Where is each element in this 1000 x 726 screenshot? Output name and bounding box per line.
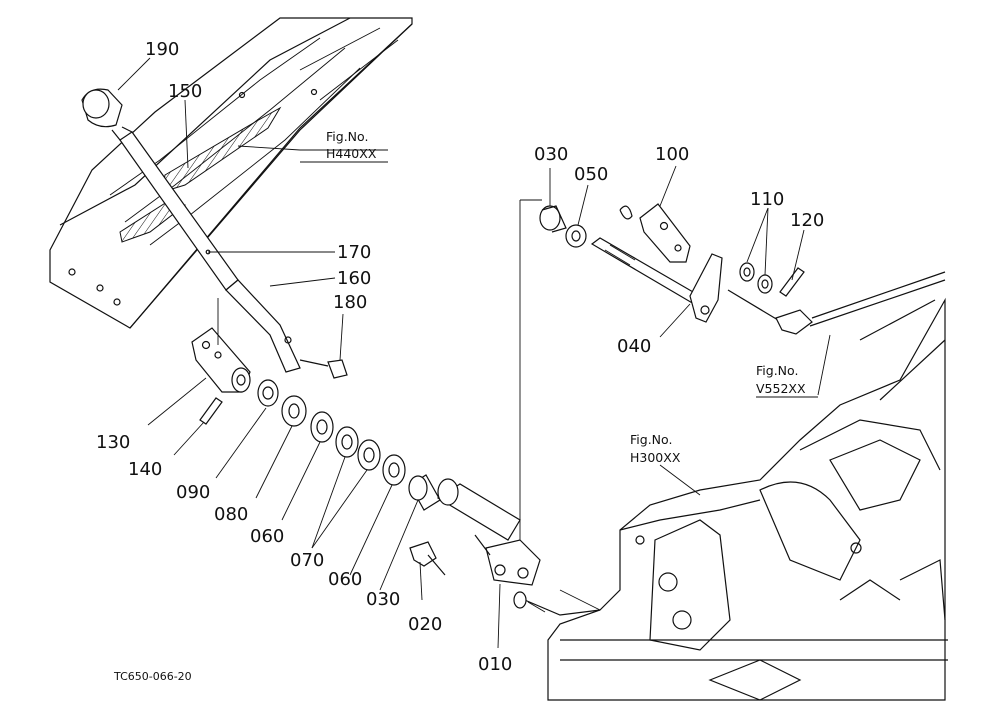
part-labels: 190 150 170 160 180 130 140 090 080 060 … xyxy=(96,39,824,675)
part-label-080: 080 xyxy=(214,504,248,525)
svg-text:H300XX: H300XX xyxy=(630,450,681,465)
drawing-code: TC650-066-20 xyxy=(113,670,192,683)
part-label-030a: 030 xyxy=(534,144,568,165)
transmission-housing xyxy=(513,297,948,701)
pin-140 xyxy=(199,397,223,425)
part-label-090: 090 xyxy=(176,482,210,503)
figure-ref-h440xx: Fig.No. H440XX xyxy=(300,129,388,163)
figure-ref-v552xx: Fig.No. V552XX xyxy=(756,363,818,398)
part-label-140: 140 xyxy=(128,459,162,480)
bushing-030-lower xyxy=(408,474,441,511)
leader-lines xyxy=(117,57,831,649)
bushing-090 xyxy=(257,379,279,407)
svg-text:V552XX: V552XX xyxy=(756,381,806,396)
svg-text:Fig.No.: Fig.No. xyxy=(756,363,798,378)
part-label-050: 050 xyxy=(574,164,608,185)
part-label-110: 110 xyxy=(750,189,784,210)
part-label-130: 130 xyxy=(96,432,130,453)
part-label-020: 020 xyxy=(408,614,442,635)
svg-text:Fig.No.: Fig.No. xyxy=(630,432,672,447)
part-label-150: 150 xyxy=(168,81,202,102)
part-label-180: 180 xyxy=(333,292,367,313)
part-label-160: 160 xyxy=(337,268,371,289)
part-label-030b: 030 xyxy=(366,589,400,610)
bolt-180 xyxy=(299,359,348,379)
collar-080 xyxy=(281,395,307,427)
part-label-170: 190 xyxy=(145,39,179,60)
shaft-040 xyxy=(590,237,723,323)
washer-110 xyxy=(739,262,773,294)
part-label-010: 010 xyxy=(478,654,512,675)
part-label-060a: 060 xyxy=(250,526,284,547)
lever-190 xyxy=(111,126,301,373)
svg-text:Fig.No.: Fig.No. xyxy=(326,129,368,144)
cross-shaft-010 xyxy=(436,478,541,586)
svg-text:H440XX: H440XX xyxy=(326,146,377,161)
figure-ref-h300xx: Fig.No. H300XX xyxy=(630,432,681,465)
arm-100 xyxy=(619,203,691,263)
part-label-060b: 060 xyxy=(328,569,362,590)
part-label-070: 070 xyxy=(290,550,324,571)
knob-170 xyxy=(81,88,123,128)
washer-set xyxy=(310,411,406,486)
part-label-040: 040 xyxy=(617,336,651,357)
part-label-120: 120 xyxy=(790,210,824,231)
fitting-020 xyxy=(409,541,446,576)
part-label-190: 170 xyxy=(337,242,371,263)
bushing-030-upper xyxy=(539,205,567,233)
cotter-pin-120 xyxy=(779,267,805,297)
washer-050 xyxy=(565,224,587,248)
linkage-rod xyxy=(727,271,946,335)
part-label-100: 100 xyxy=(655,144,689,165)
bracket-130 xyxy=(191,327,251,393)
